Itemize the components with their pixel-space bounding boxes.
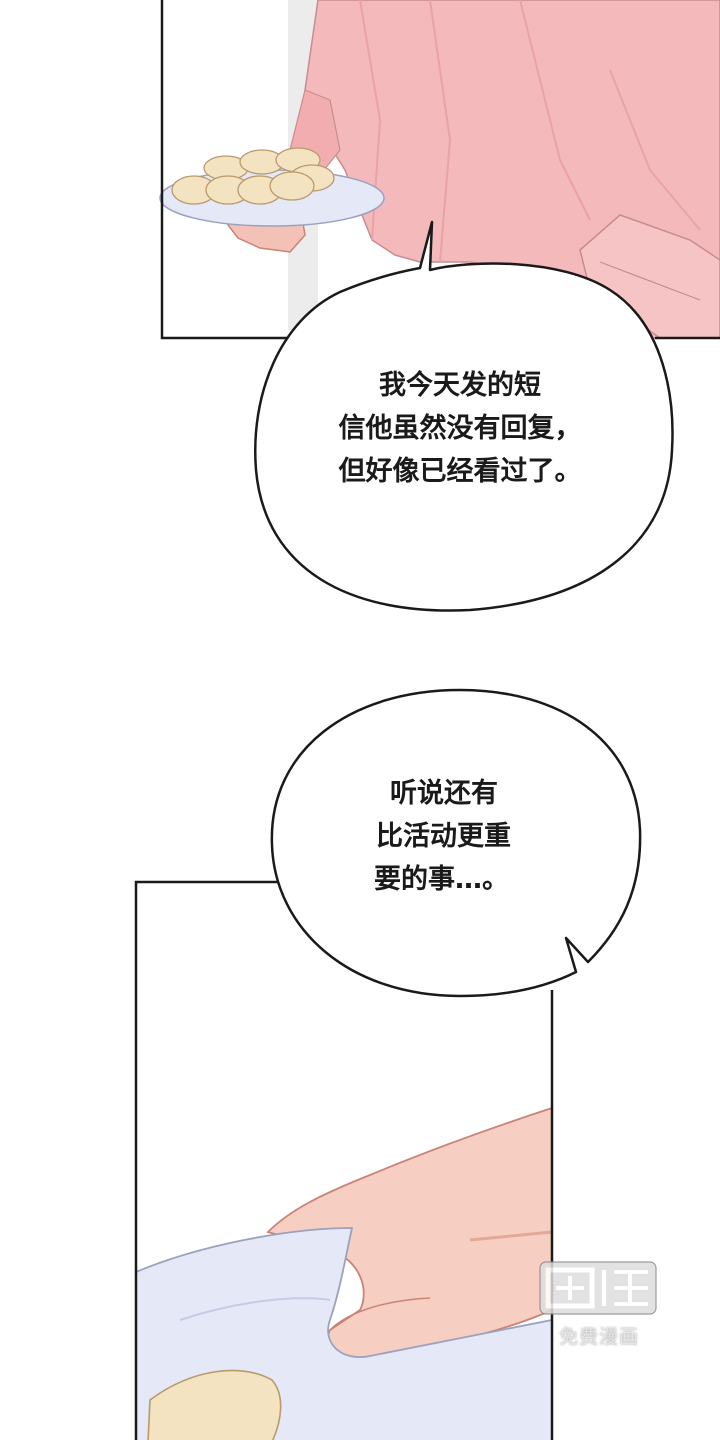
watermark-logo xyxy=(539,1261,657,1315)
speech-bubble-1 xyxy=(254,220,674,612)
speech-bubble-2 xyxy=(270,688,642,998)
panel-1 xyxy=(159,0,720,340)
bubble-1-line-3: 但好像已经看过了。 xyxy=(338,456,582,487)
bubble-2-line-1: 听说还有 xyxy=(390,778,498,809)
food-piece xyxy=(147,1369,282,1440)
bubble-2-line-3: 要的事…。 xyxy=(374,864,509,895)
watermark-subtitle: 免费漫画 xyxy=(558,1326,639,1348)
dumplings xyxy=(171,147,335,205)
bubble-1-text: 我今天发的短 信他虽然没有回复， 但好像已经看过了。 xyxy=(310,364,610,493)
bubble-2-line-2: 比活动更重 xyxy=(376,821,511,852)
bubble-2-text: 听说还有 比活动更重 要的事…。 xyxy=(360,772,540,901)
bubble-1-line-1: 我今天发的短 xyxy=(379,370,541,401)
bubble-1-line-2: 信他虽然没有回复， xyxy=(338,413,582,444)
